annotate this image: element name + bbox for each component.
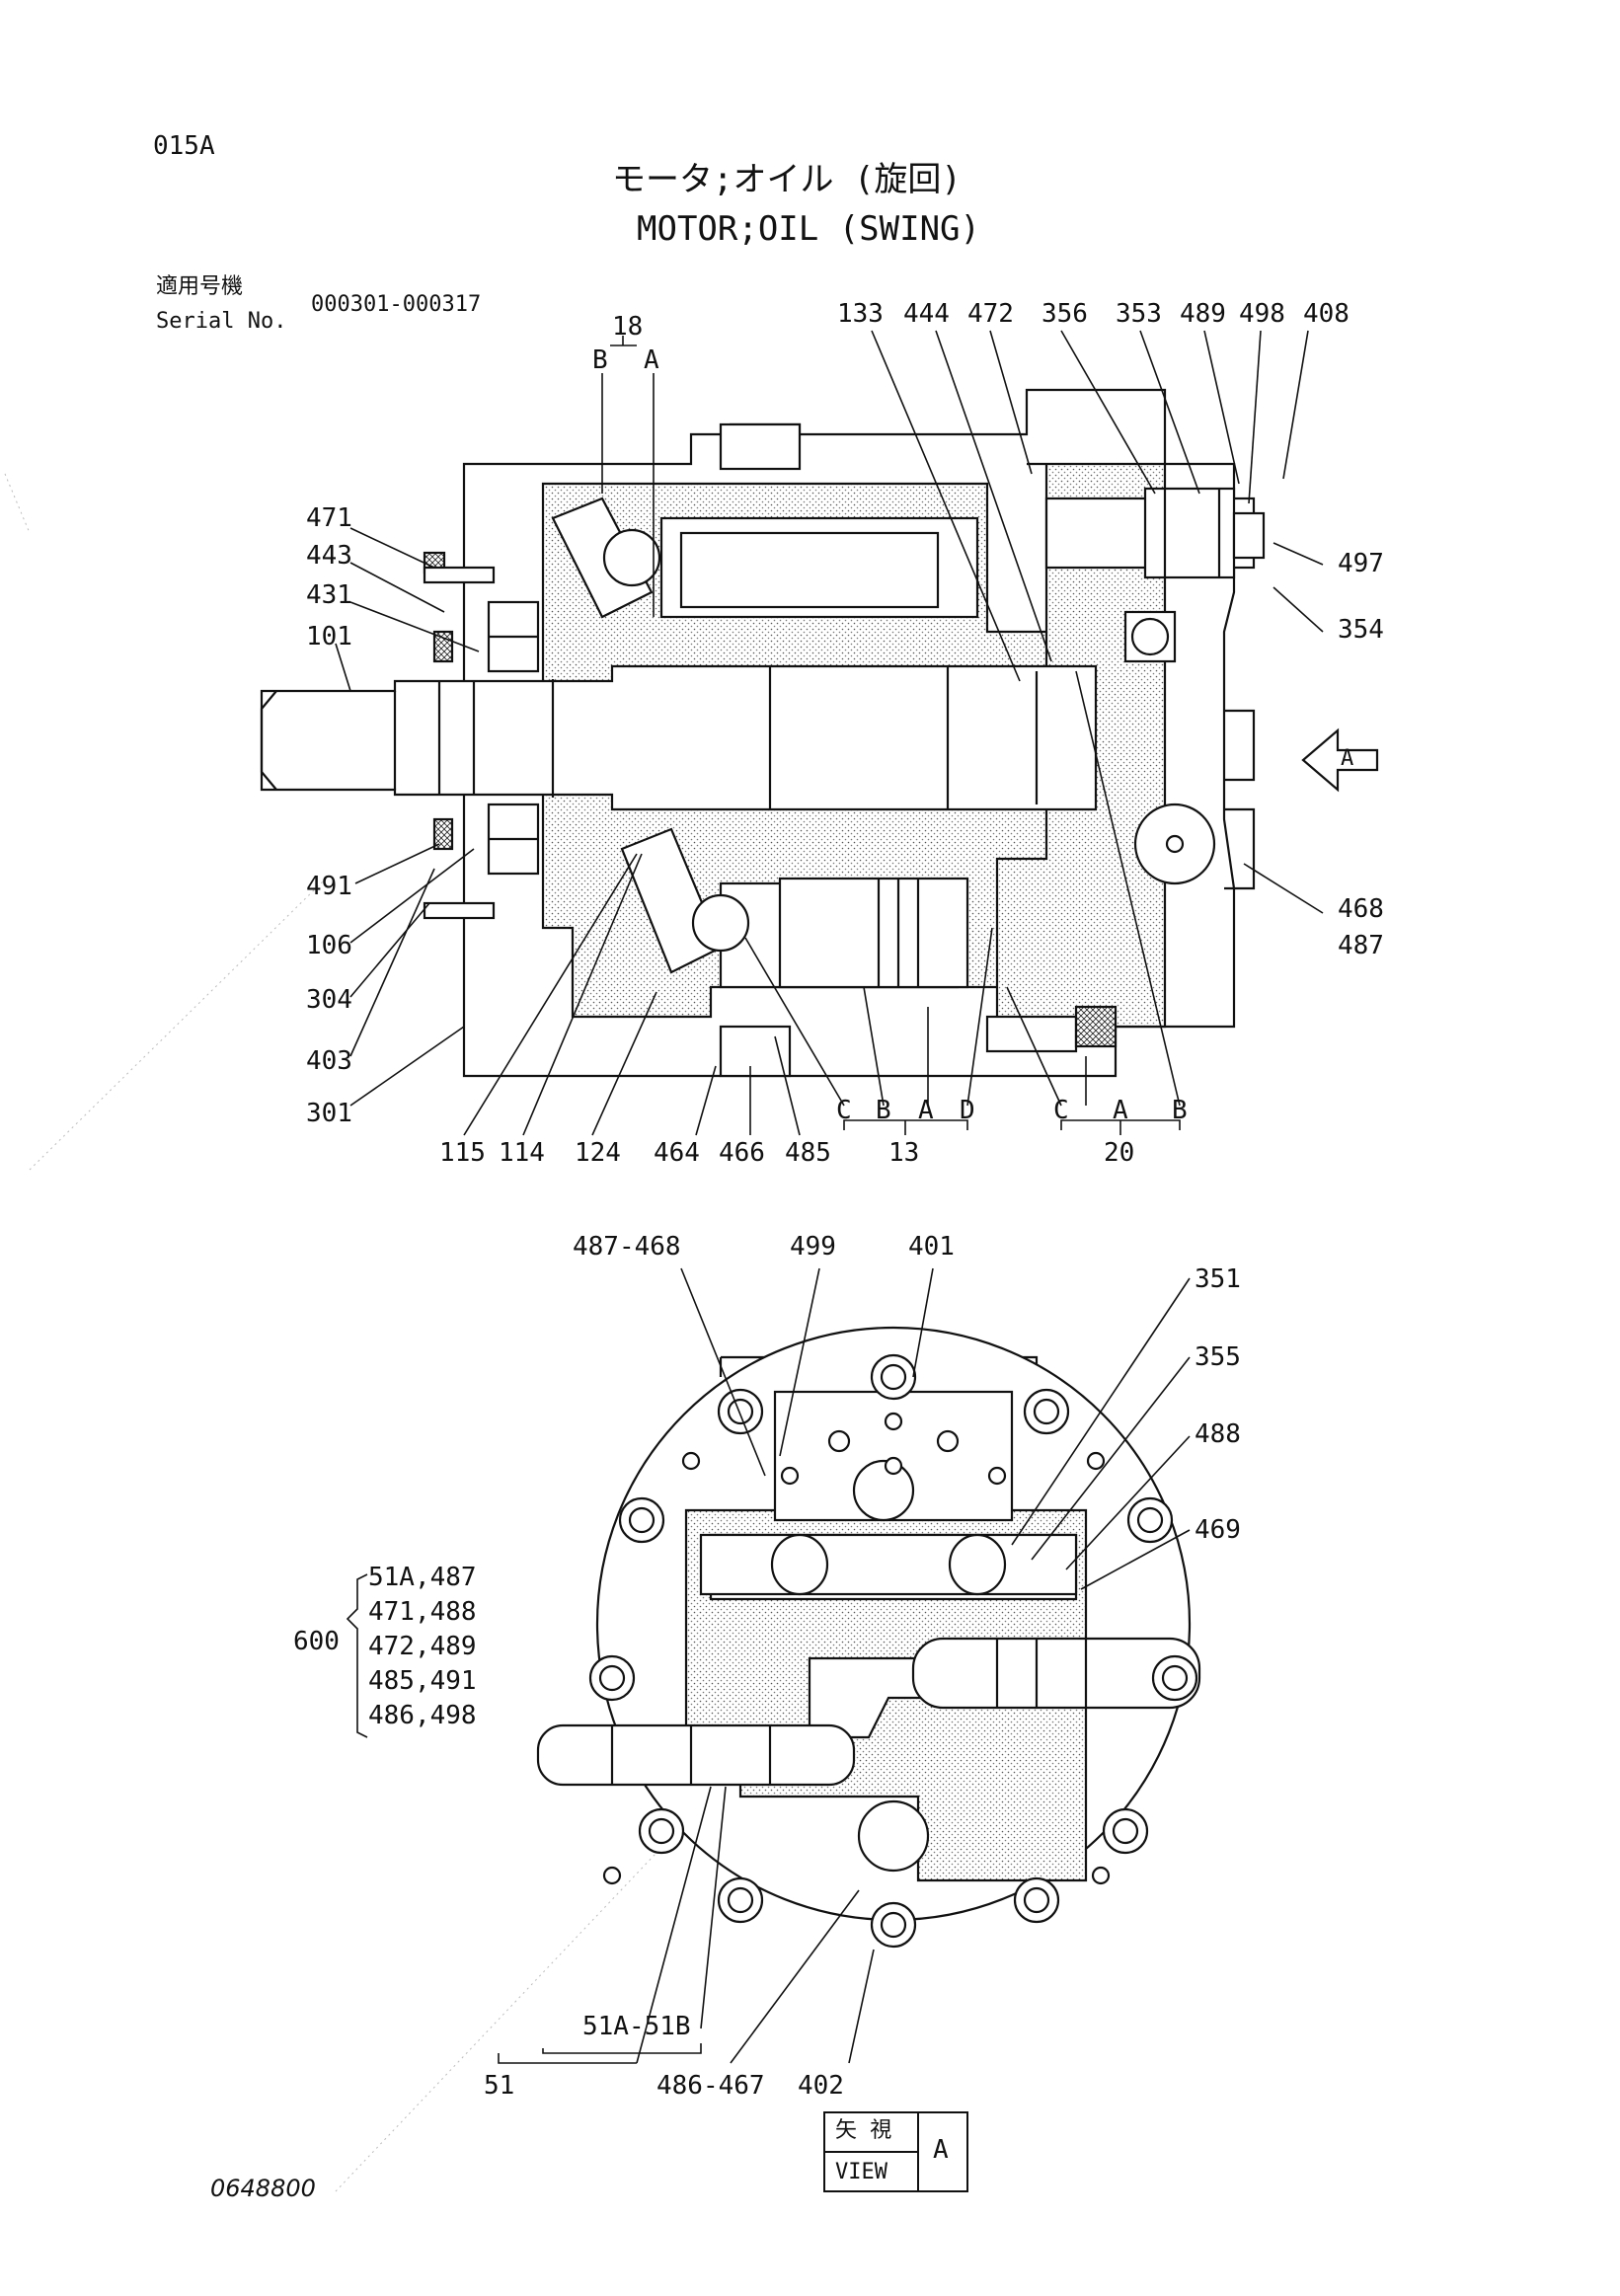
callout-488: 488: [1195, 1419, 1241, 1449]
drawing-number: 0648800: [210, 2175, 316, 2202]
callout-304: 304: [306, 985, 352, 1015]
callout-600-item-5: 486,498: [368, 1701, 477, 1730]
serial-range: 000301-000317: [311, 292, 482, 317]
callout-600-item-3: 472,489: [368, 1632, 477, 1661]
callout-114: 114: [499, 1138, 545, 1168]
callout-499: 499: [790, 1232, 836, 1262]
title-english: MOTOR;OIL (SWING): [637, 209, 980, 249]
callout-13-a: A: [918, 1096, 934, 1125]
callout-351: 351: [1195, 1264, 1241, 1294]
callout-471: 471: [306, 503, 352, 533]
callout-20-c: C: [1053, 1096, 1069, 1125]
motor-end-view: [536, 1326, 1201, 1949]
callout-115: 115: [439, 1138, 486, 1168]
callout-600-item-2: 471,488: [368, 1597, 477, 1627]
callout-355: 355: [1195, 1342, 1241, 1372]
callout-301: 301: [306, 1099, 352, 1128]
callout-403: 403: [306, 1046, 352, 1076]
callout-464: 464: [654, 1138, 700, 1168]
top-leader-lines: [335, 330, 1324, 1136]
callout-489: 489: [1180, 299, 1226, 329]
callout-group-13: 13: [888, 1138, 920, 1168]
callout-443: 443: [306, 541, 352, 571]
callout-472: 472: [967, 299, 1014, 329]
callout-133: 133: [837, 299, 884, 329]
callout-group-18: 18: [612, 312, 644, 342]
callout-group-20: 20: [1104, 1138, 1135, 1168]
callout-485: 485: [785, 1138, 831, 1168]
view-label-box: [823, 2111, 968, 2192]
view-label-en: VIEW: [835, 2160, 887, 2184]
callout-444: 444: [903, 299, 950, 329]
callout-466: 466: [719, 1138, 765, 1168]
scan-artifact-lines: [4, 473, 692, 2192]
callout-486-467: 486-467: [656, 2071, 765, 2101]
callout-13-c: C: [836, 1096, 852, 1125]
callout-498: 498: [1239, 299, 1285, 329]
callout-51: 51: [484, 2071, 515, 2101]
end-leader-lines: [346, 1267, 1191, 2064]
callout-106: 106: [306, 931, 352, 960]
callout-497: 497: [1338, 549, 1384, 578]
callout-401: 401: [908, 1232, 955, 1262]
callout-491: 491: [306, 872, 352, 901]
callout-18-b: B: [592, 345, 608, 375]
view-label-jp: 矢 視: [835, 2118, 892, 2143]
callout-431: 431: [306, 580, 352, 610]
serial-label: Serial No.: [156, 309, 287, 334]
callout-13-d: D: [960, 1096, 975, 1125]
callout-51a-51b: 51A-51B: [582, 2012, 691, 2041]
callout-487: 487: [1338, 931, 1384, 960]
callout-13-b: B: [876, 1096, 891, 1125]
callout-18-a: A: [644, 345, 659, 375]
view-label-letter: A: [933, 2135, 949, 2165]
callout-group-600: 600: [293, 1627, 340, 1656]
callout-20-a: A: [1113, 1096, 1128, 1125]
callout-402: 402: [798, 2071, 844, 2101]
callout-468: 468: [1338, 894, 1384, 924]
callout-408: 408: [1303, 299, 1350, 329]
title-japanese: モータ;オイル (旋回): [612, 160, 962, 199]
motor-cross-section: [260, 388, 1379, 1078]
callout-487-468: 487-468: [573, 1232, 681, 1262]
callout-356: 356: [1041, 299, 1088, 329]
callout-20-b: B: [1172, 1096, 1188, 1125]
callout-469: 469: [1195, 1515, 1241, 1545]
callout-600-item-1: 51A,487: [368, 1563, 477, 1592]
page-code: 015A: [153, 131, 215, 161]
callout-101: 101: [306, 622, 352, 651]
view-arrow-letter: A: [1341, 746, 1354, 771]
applicable-label-jp: 適用号機: [156, 274, 244, 299]
callout-124: 124: [575, 1138, 621, 1168]
callout-600-item-4: 485,491: [368, 1666, 477, 1696]
callout-354: 354: [1338, 615, 1384, 645]
callout-353: 353: [1116, 299, 1162, 329]
